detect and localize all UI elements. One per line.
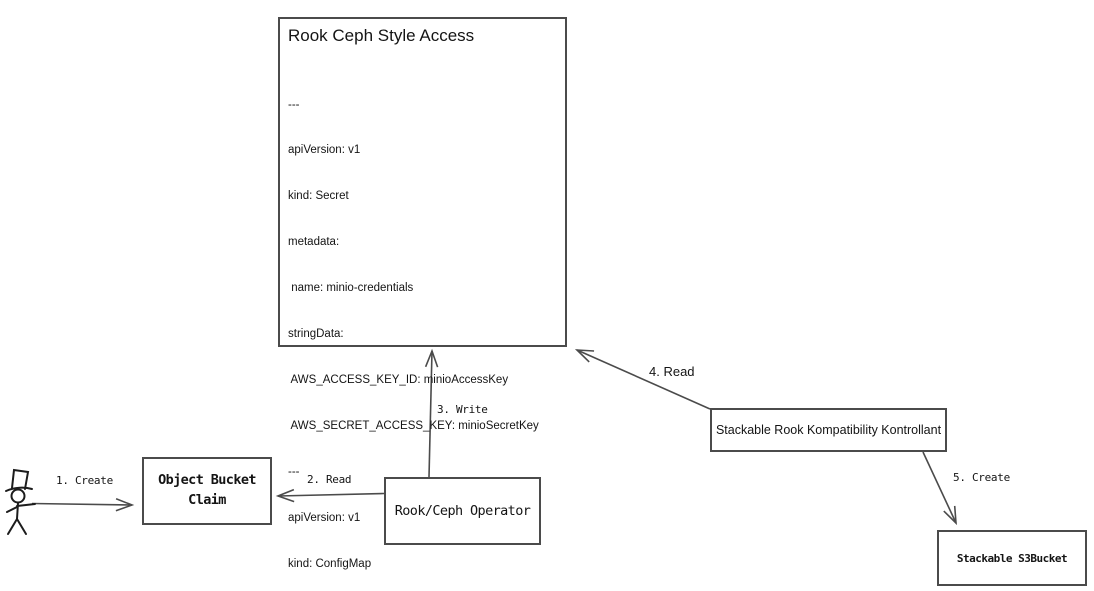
user-stick-figure	[5, 468, 36, 535]
node-stackable-kontrollant: Stackable Rook Kompatibility Kontrollant	[710, 408, 947, 452]
edge-label-write-resources: 3. Write	[437, 403, 488, 416]
node-label: Stackable Rook Kompatibility Kontrollant	[715, 423, 942, 437]
yaml-line: stringData:	[288, 328, 344, 341]
yaml-line: apiVersion: v1	[288, 144, 361, 157]
yaml-line: AWS_ACCESS_KEY_ID: minioAccessKey	[288, 373, 509, 386]
edge-label-read-obc: 2. Read	[307, 473, 352, 486]
yaml-line: metadata:	[288, 236, 340, 249]
edge-label-create-obc: 1. Create	[56, 474, 113, 487]
node-object-bucket-claim: Object Bucket Claim	[142, 457, 272, 525]
node-label: Object Bucket Claim	[158, 472, 256, 508]
yaml-line: kind: Secret	[288, 190, 349, 203]
node-stackable-s3bucket: Stackable S3Bucket	[937, 530, 1087, 586]
yaml-line: name: minio-credentials	[288, 282, 414, 295]
node-rook-ceph-style-access: Rook Ceph Style Access --- apiVersion: v…	[278, 17, 567, 570]
yaml-manifest: --- apiVersion: v1 kind: Secret metadata…	[288, 67, 563, 591]
yaml-line: apiVersion: v1	[288, 511, 361, 524]
yaml-line: AWS_SECRET_ACCESS_KEY: minioSecretKey	[288, 419, 539, 432]
top-hat-icon	[11, 468, 30, 490]
arrow-kontrollant-read-resources	[574, 349, 711, 410]
arrow-kontrollant-create-s3	[922, 451, 957, 526]
node-rook-ceph-operator: Rook/Ceph Operator	[384, 477, 541, 545]
edge-label-read-resources: 4. Read	[649, 364, 695, 379]
yaml-line: ---	[288, 465, 300, 478]
arrow-user-create-obc	[31, 498, 135, 512]
node-title: Rook Ceph Style Access	[288, 26, 475, 45]
yaml-line: kind: ConfigMap	[288, 557, 372, 570]
edge-label-create-s3: 5. Create	[953, 471, 1010, 484]
node-label: Stackable S3Bucket	[956, 551, 1068, 565]
yaml-line: ---	[288, 98, 300, 111]
node-label: Rook/Ceph Operator	[394, 503, 531, 519]
